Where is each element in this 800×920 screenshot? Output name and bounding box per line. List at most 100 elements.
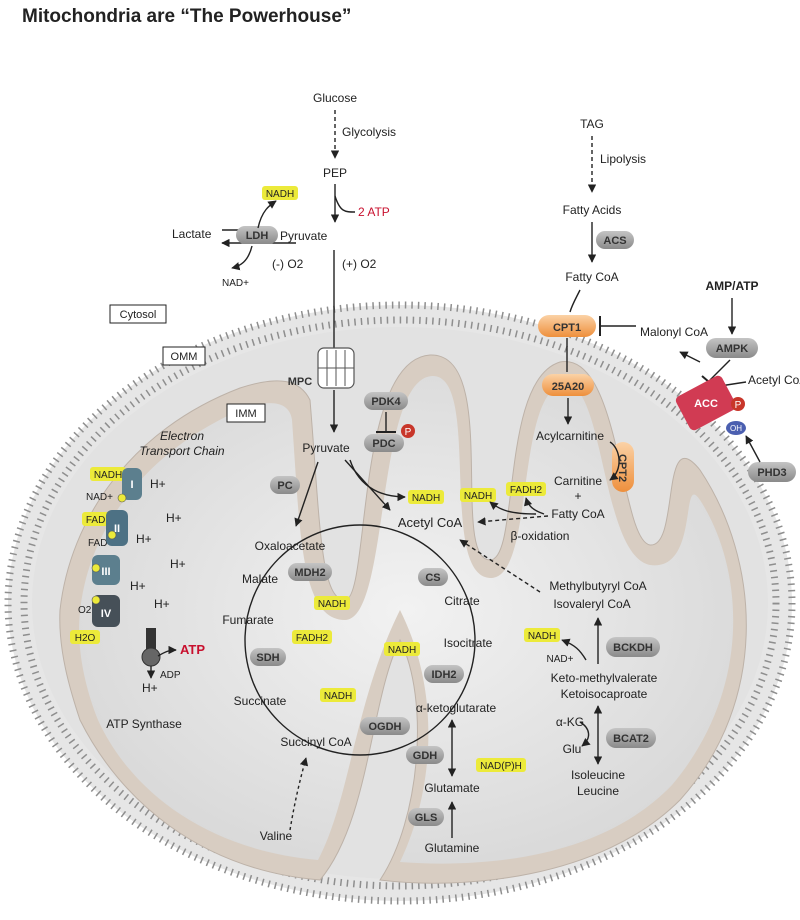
fumarate-label: Fumarate (222, 613, 274, 627)
etc-title-line2: Transport Chain (139, 444, 224, 458)
isovaleryl-coa-label: Isovaleryl CoA (553, 597, 630, 611)
cpt1-enzyme: CPT1 (553, 322, 581, 334)
atp-synthase-label: ATP Synthase (106, 717, 182, 731)
cytosol-label-box: Cytosol (109, 304, 167, 324)
etc-fadh2: FADH2 (86, 515, 119, 526)
bcat2-enzyme: BCAT2 (613, 733, 649, 745)
ogdh-nadh: NADH (324, 691, 352, 702)
pdc-phospho: P (405, 427, 412, 438)
glutamate-label: Glutamate (424, 781, 480, 795)
tca-cycle: Oxaloacetate Malate MDH2 NADH Fumarate S… (222, 524, 496, 843)
omm-label: OMM (171, 351, 198, 363)
etc-fad: FAD (88, 538, 107, 549)
slc25a20-transporter: 25A20 (552, 381, 584, 393)
h-plus-6: H+ (154, 597, 170, 611)
page-title: Mitochondria are “The Powerhouse” (22, 6, 352, 27)
bckdh-enzyme: BCKDH (613, 642, 653, 654)
acc-hydroxyl: OH (730, 424, 742, 433)
omm-label-box: OMM (162, 346, 206, 366)
acetyl-coa-reg-label: Acetyl CoA (748, 373, 800, 387)
glutaminolysis: GDH NAD(P)H Glutamate GLS Glutamine (406, 719, 526, 855)
electron-transport-chain: Electron Transport Chain NADH NAD+ I FAD… (70, 429, 225, 731)
sdh-fadh2: FADH2 (296, 633, 329, 644)
mdh2-nadh: NADH (318, 599, 346, 610)
etc-o2: O2 (78, 605, 92, 616)
mdh2-enzyme: MDH2 (294, 567, 325, 579)
mpc-transporter: MPC (288, 250, 355, 433)
pc-enzyme: PC (277, 480, 292, 492)
h-plus-3: H+ (136, 532, 152, 546)
bcaa-pathway: Methylbutyryl CoA Isovaleryl CoA NADH NA… (459, 539, 660, 798)
fatty-acid-pathway: TAG Lipolysis Fatty Acids ACS Fatty CoA … (460, 117, 800, 543)
leucine-label: Leucine (577, 784, 619, 798)
complex-iv: IV (101, 608, 112, 620)
mpc-label: MPC (288, 376, 313, 388)
h-plus-4: H+ (170, 557, 186, 571)
glu-label: Glu (563, 742, 582, 756)
acc-phospho: P (735, 400, 742, 411)
etc-h2o: H2O (75, 633, 96, 644)
succinyl-coa-label: Succinyl CoA (280, 735, 351, 749)
lipolysis-label: Lipolysis (600, 152, 646, 166)
acylcarnitine-label: Acylcarnitine (536, 429, 604, 443)
atp-synthase: ATP ADP ATP Synthase (106, 628, 205, 731)
malonyl-coa-label: Malonyl CoA (640, 325, 708, 339)
imm-label: IMM (235, 408, 256, 420)
atp-yield-label: 2 ATP (358, 205, 390, 219)
glucose-label: Glucose (313, 91, 357, 105)
oxaloacetate-label: Oxaloacetate (255, 539, 326, 553)
ketoisocaproate-label: Ketoisocaproate (561, 687, 648, 701)
h-plus-1: H+ (150, 477, 166, 491)
fatty-acids-label: Fatty Acids (563, 203, 622, 217)
ldh-enzyme: LDH (246, 230, 269, 242)
aerobic-label: (+) O2 (342, 257, 377, 271)
citrate-label: Citrate (444, 594, 480, 608)
h-plus-7: H+ (142, 681, 158, 695)
outer-membrane-inner-leaflet (20, 316, 780, 890)
alpha-kg-label: α-KG (556, 715, 584, 729)
cytosol-label: Cytosol (120, 309, 157, 321)
lactate-label: Lactate (172, 227, 212, 241)
sdh-enzyme: SDH (256, 652, 279, 664)
phd3-enzyme: PHD3 (757, 467, 786, 479)
amp-atp-label: AMP/ATP (705, 279, 758, 293)
gdh-enzyme: GDH (413, 750, 438, 762)
valine-label: Valine (260, 829, 293, 843)
carnitine-label: Carnitine (554, 474, 602, 488)
plus-label: + (574, 489, 581, 503)
beta-ox-fadh2: FADH2 (510, 485, 543, 496)
tag-label: TAG (580, 117, 604, 131)
complex-i: I (130, 479, 133, 491)
imm-label-box: IMM (226, 403, 266, 423)
matrix (79, 375, 734, 864)
glycolysis-label: Glycolysis (342, 125, 396, 139)
beta-oxidation-label: β-oxidation (511, 529, 570, 543)
isoleucine-label: Isoleucine (571, 768, 625, 782)
adp-label: ADP (160, 670, 181, 681)
etc-title-line1: Electron (160, 429, 204, 443)
malate-label: Malate (242, 572, 278, 586)
succinate-label: Succinate (234, 694, 287, 708)
pyruvate-cytosol-label: Pyruvate (280, 229, 328, 243)
bckdh-nadh: NADH (528, 631, 556, 642)
acetyl-coa-label: Acetyl CoA (398, 515, 463, 530)
methylbutyryl-coa-label: Methylbutyryl CoA (549, 579, 646, 593)
pdk4-enzyme: PDK4 (371, 396, 401, 408)
h-plus-5: H+ (130, 579, 146, 593)
gdh-nadph: NAD(P)H (480, 761, 522, 772)
acc-enzyme-group: ACC P OH (675, 375, 746, 435)
isocitrate-label: Isocitrate (444, 636, 493, 650)
acc-enzyme: ACC (694, 398, 718, 410)
etc-nad-plus: NAD+ (86, 492, 113, 503)
ampk-enzyme: AMPK (716, 343, 748, 355)
bckdh-nad-plus: NAD+ (547, 654, 574, 665)
idh2-enzyme: IDH2 (431, 669, 456, 681)
ldh-nadh: NADH (266, 189, 294, 200)
complex-iii: III (101, 566, 110, 578)
beta-ox-nadh: NADH (464, 491, 492, 502)
ldh-nad-plus: NAD+ (222, 278, 249, 289)
complex-ii: II (114, 523, 120, 535)
gls-enzyme: GLS (415, 812, 438, 824)
h-plus-2: H+ (166, 511, 182, 525)
glycolysis-pathway: Glucose Glycolysis PEP 2 ATP Pyruvate La… (172, 91, 396, 289)
